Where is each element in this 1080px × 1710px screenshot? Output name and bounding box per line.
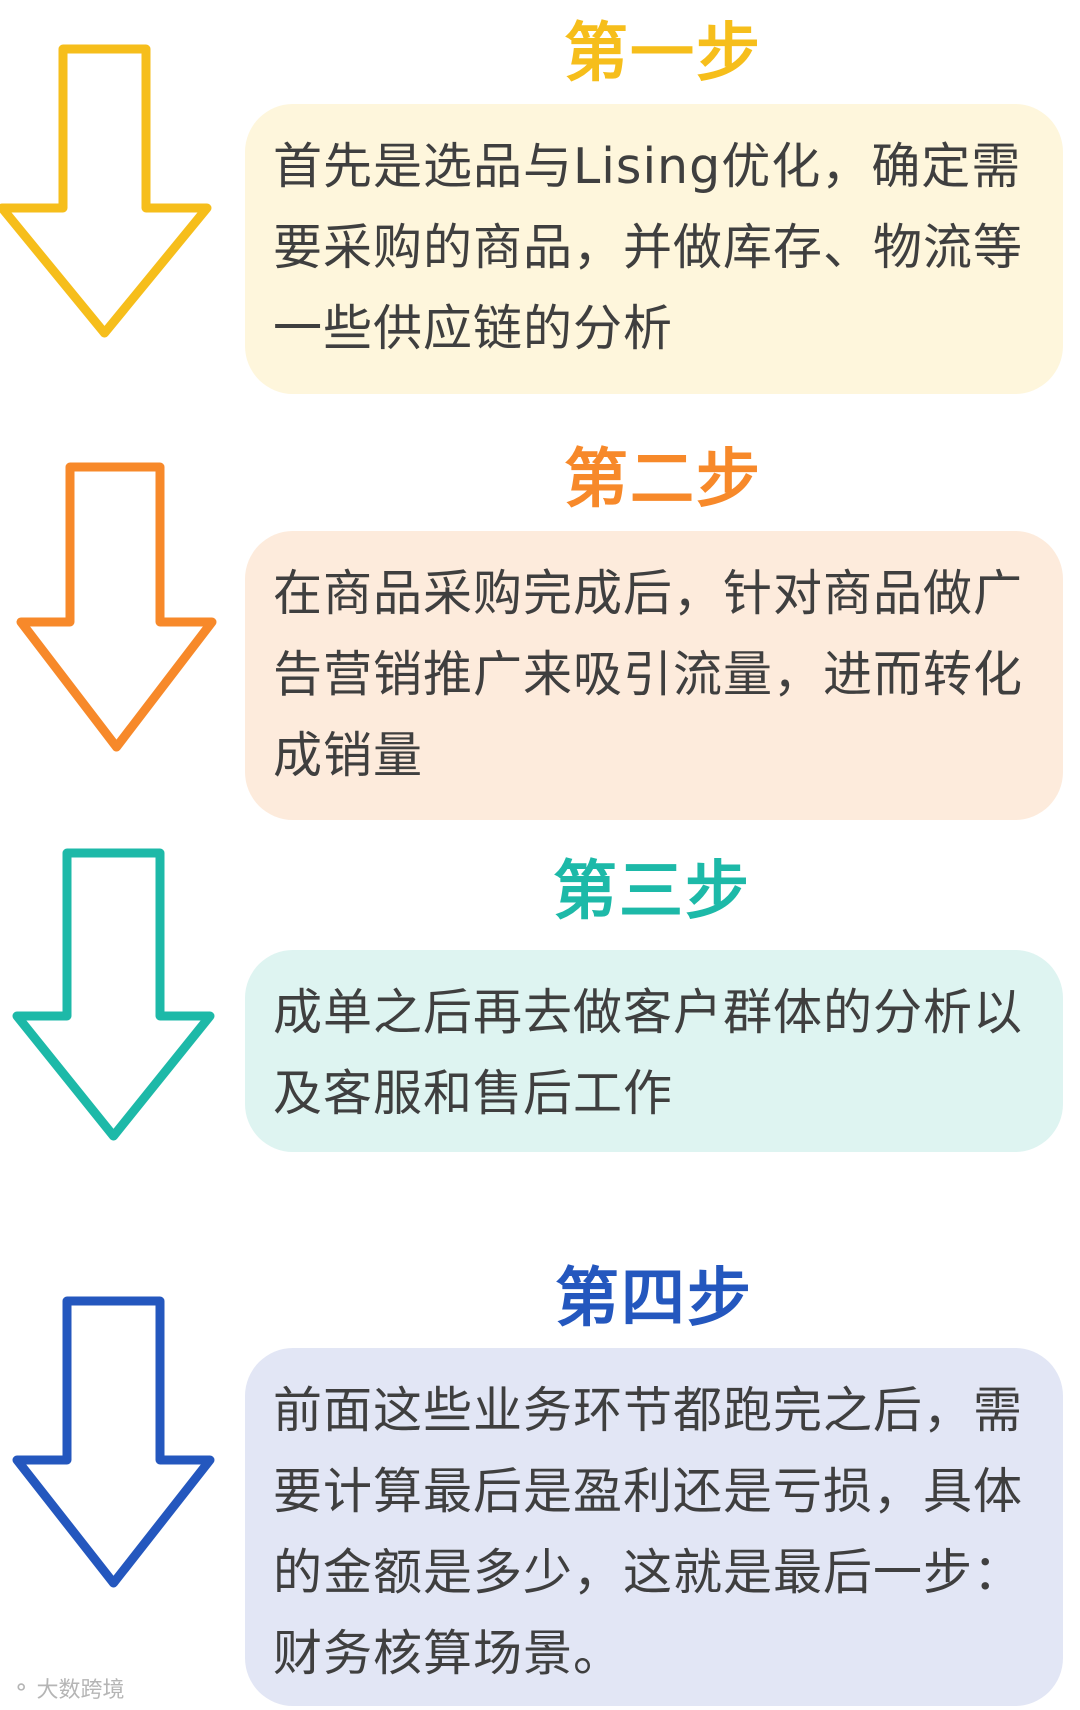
step-card: 成单之后再去做客户群体的分析以及客服和售后工作 <box>245 950 1063 1152</box>
watermark: ⚬ 大数跨境 <box>12 1672 124 1704</box>
arrow-down-icon <box>16 462 217 752</box>
step-4: 第四步 前面这些业务环节都跑完之后，需要计算最后是盈利还是亏损，具体的金额是多少… <box>0 1240 1080 1710</box>
step-3: 第三步 成单之后再去做客户群体的分析以及客服和售后工作 <box>0 840 1080 1170</box>
step-card: 在商品采购完成后，针对商品做广告营销推广来吸引流量，进而转化成销量 <box>245 531 1063 820</box>
step-description: 成单之后再去做客户群体的分析以及客服和售后工作 <box>273 984 1024 1122</box>
step-description: 在商品采购完成后，针对商品做广告营销推广来吸引流量，进而转化成销量 <box>273 565 1024 784</box>
step-title: 第四步 <box>555 1262 753 1336</box>
watermark-logo-icon: ⚬ <box>12 1675 31 1701</box>
arrow-down-icon <box>12 848 215 1141</box>
step-card: 首先是选品与Lising优化，确定需要采购的商品，并做库存、物流等一些供应链的分… <box>245 104 1063 394</box>
step-title: 第三步 <box>553 855 751 929</box>
step-description: 首先是选品与Lising优化，确定需要采购的商品，并做库存、物流等一些供应链的分… <box>273 138 1024 357</box>
step-title: 第二步 <box>564 443 762 517</box>
arrow-down-icon <box>12 1296 215 1588</box>
step-1: 第一步 首先是选品与Lising优化，确定需要采购的商品，并做库存、物流等一些供… <box>0 0 1080 400</box>
watermark-text: 大数跨境 <box>36 1678 125 1703</box>
step-description: 前面这些业务环节都跑完之后，需要计算最后是盈利还是亏损，具体的金额是多少，这就是… <box>273 1382 1024 1682</box>
step-title: 第一步 <box>564 17 762 91</box>
arrow-down-icon <box>0 44 212 338</box>
step-card: 前面这些业务环节都跑完之后，需要计算最后是盈利还是亏损，具体的金额是多少，这就是… <box>245 1348 1063 1706</box>
step-2: 第二步 在商品采购完成后，针对商品做广告营销推广来吸引流量，进而转化成销量 <box>0 426 1080 826</box>
